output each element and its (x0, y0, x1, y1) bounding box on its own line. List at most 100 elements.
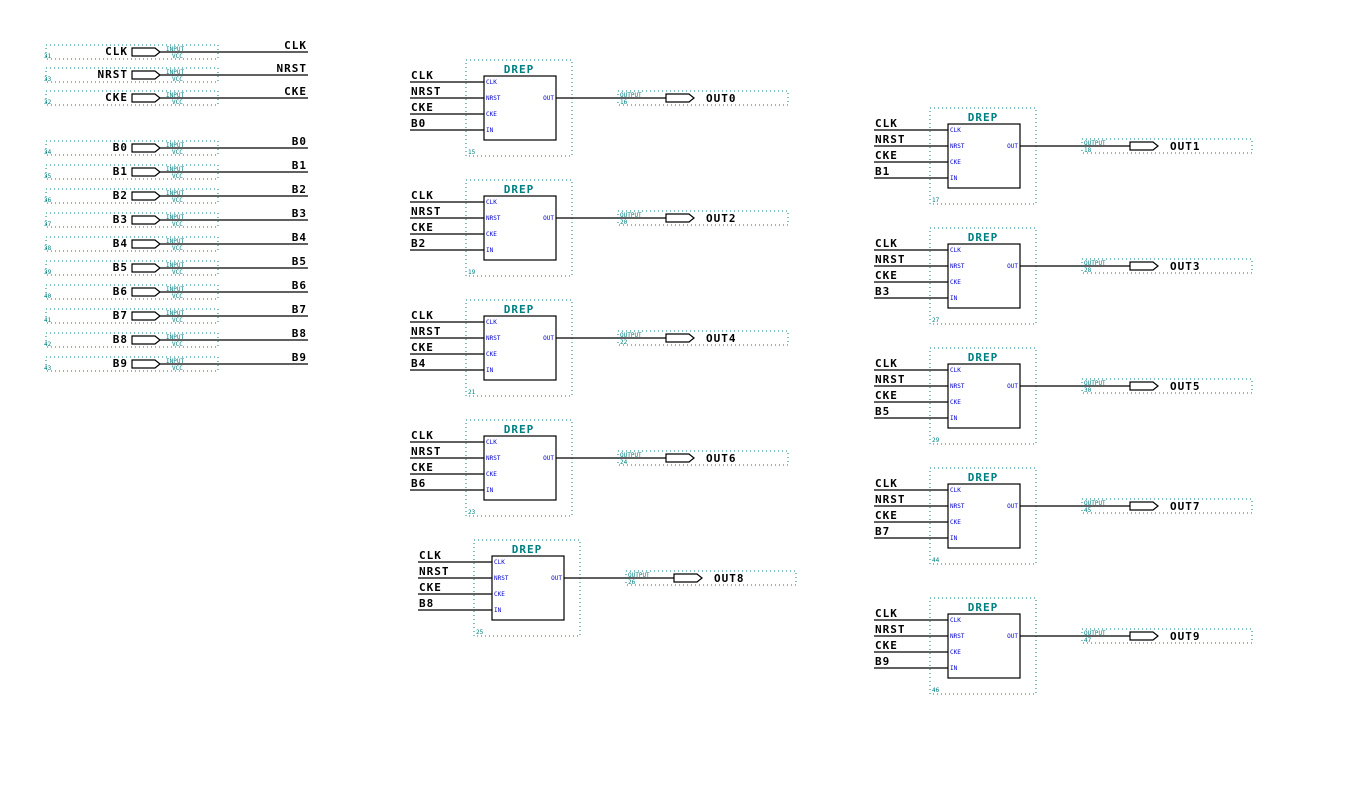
pin-cke: CKE (494, 591, 505, 598)
instance-number: 41 (44, 317, 52, 324)
pin-in: IN (494, 607, 502, 614)
power-label: VCC (172, 269, 183, 276)
block-title: DREP (968, 111, 999, 124)
pin-cke: CKE (486, 111, 497, 118)
net-label: B7 (292, 303, 307, 316)
net-label: NRST (277, 62, 308, 75)
instance-number: 33 (44, 76, 52, 83)
input-port-symbol (131, 359, 161, 369)
net-label: B8 (292, 327, 307, 340)
net-label: CKE (284, 85, 307, 98)
output-port-symbol (1129, 381, 1159, 391)
instance-number: 36 (44, 197, 52, 204)
port-type-label: INPUT (166, 190, 184, 197)
block-outline (465, 299, 573, 397)
output-port-symbol (665, 213, 695, 223)
input-net-label: CLK (419, 549, 442, 562)
input-port-symbol (131, 70, 161, 80)
output-type-label: OUTPUT (620, 92, 642, 99)
port-outline (45, 44, 219, 60)
output-port-outline (1081, 378, 1253, 394)
input-net-label: CKE (875, 639, 898, 652)
pin-cke: CKE (950, 159, 961, 166)
output-port-outline (1081, 258, 1253, 274)
input-net-label: CLK (411, 309, 434, 322)
net-label: B9 (292, 351, 307, 364)
input-net-label: CKE (411, 101, 434, 114)
pin-cke: CKE (486, 351, 497, 358)
input-net-label: NRST (875, 493, 906, 506)
input-net-label: B9 (875, 655, 890, 668)
output-type-label: OUTPUT (628, 572, 650, 579)
output-net-label: OUT5 (1170, 380, 1201, 393)
pin-out: OUT (1007, 143, 1018, 150)
pin-nrst: NRST (486, 455, 501, 462)
output-net-label: OUT1 (1170, 140, 1201, 153)
input-port-symbol (131, 287, 161, 297)
output-net-label: OUT8 (714, 572, 745, 585)
net-label: CLK (284, 39, 307, 52)
input-port-symbol (131, 215, 161, 225)
port-name: CLK (105, 45, 128, 58)
port-name: B8 (113, 333, 128, 346)
block-body (947, 123, 1021, 189)
input-net-label: NRST (875, 373, 906, 386)
block-body (947, 243, 1021, 309)
instance-number: 19 (468, 269, 476, 276)
output-port-symbol (665, 453, 695, 463)
pin-in: IN (486, 127, 494, 134)
power-label: VCC (172, 99, 183, 106)
port-name: B5 (113, 261, 128, 274)
port-outline (45, 164, 219, 180)
net-label: B2 (292, 183, 307, 196)
input-net-label: B1 (875, 165, 890, 178)
output-net-label: OUT7 (1170, 500, 1201, 513)
output-net-label: OUT0 (706, 92, 737, 105)
output-instance-number: 47 (1084, 637, 1092, 644)
block-body (947, 363, 1021, 429)
output-instance-number: 45 (1084, 507, 1092, 514)
input-net-label: CLK (411, 429, 434, 442)
pin-out: OUT (543, 335, 554, 342)
block-body (947, 483, 1021, 549)
instance-number: 42 (44, 341, 52, 348)
net-label: B3 (292, 207, 307, 220)
pin-in: IN (486, 367, 494, 374)
output-instance-number: 24 (620, 459, 628, 466)
input-net-label: CLK (875, 357, 898, 370)
instance-number: 37 (44, 221, 52, 228)
pin-out: OUT (551, 575, 562, 582)
output-net-label: OUT6 (706, 452, 737, 465)
output-port-outline (1081, 138, 1253, 154)
output-net-label: OUT3 (1170, 260, 1201, 273)
net-label: B6 (292, 279, 307, 292)
input-port-symbol (131, 263, 161, 273)
pin-in: IN (950, 295, 958, 302)
port-type-label: INPUT (166, 214, 184, 221)
power-label: VCC (172, 317, 183, 324)
output-net-label: OUT4 (706, 332, 737, 345)
